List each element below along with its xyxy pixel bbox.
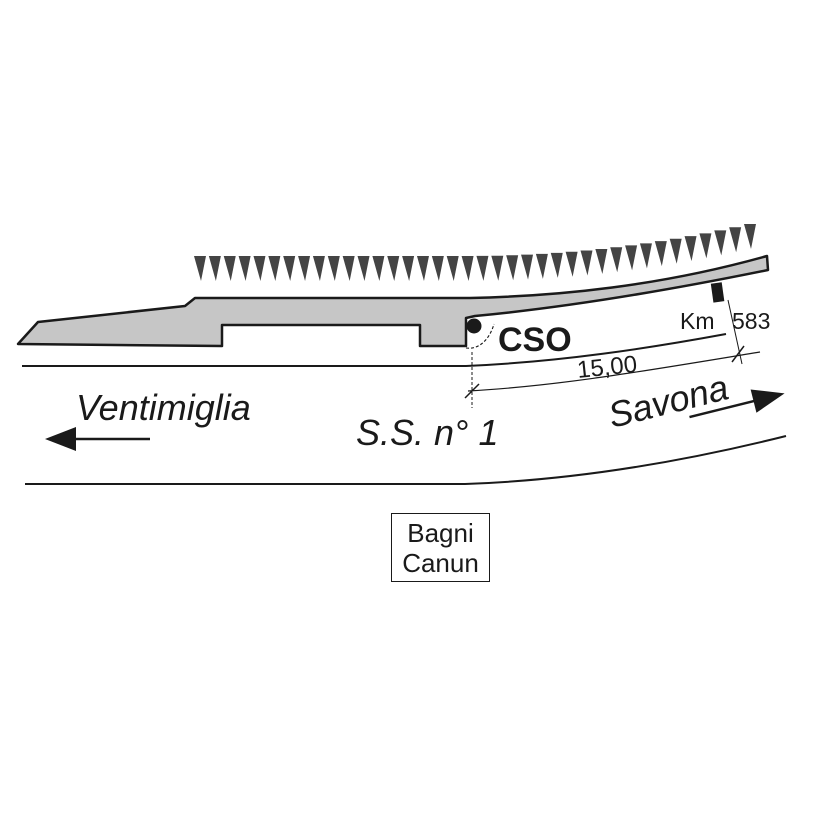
embankment-hatch-icon bbox=[194, 224, 756, 281]
hatch-mark bbox=[521, 254, 534, 280]
hatch-mark bbox=[402, 256, 415, 281]
hatch-mark bbox=[223, 256, 236, 281]
hatch-mark bbox=[431, 256, 444, 281]
hatch-mark bbox=[298, 256, 311, 281]
dimension-tick-left bbox=[464, 383, 480, 399]
road-edge-lower bbox=[25, 435, 787, 485]
hatch-mark bbox=[669, 238, 682, 264]
hatch-mark bbox=[461, 256, 474, 281]
road-edge-upper bbox=[22, 333, 727, 367]
hatch-mark bbox=[268, 256, 281, 281]
hatch-mark bbox=[208, 256, 221, 281]
marker-dashed-arc bbox=[465, 323, 495, 349]
km-marker-post bbox=[710, 282, 725, 303]
hatch-mark bbox=[312, 256, 325, 281]
label-km-prefix: Km bbox=[680, 308, 715, 334]
label-distance: 15,00 bbox=[576, 351, 639, 384]
hatch-mark bbox=[416, 256, 429, 281]
hatch-mark bbox=[535, 253, 548, 279]
hatch-mark bbox=[506, 255, 519, 281]
hatch-mark bbox=[625, 245, 638, 271]
sidewalk-platform bbox=[16, 254, 770, 348]
hatch-mark bbox=[283, 256, 296, 281]
hatch-mark bbox=[357, 256, 370, 281]
hatch-mark bbox=[729, 227, 742, 253]
hatch-mark bbox=[253, 256, 266, 281]
place-name-box: Bagni Canun bbox=[391, 513, 490, 582]
hatch-mark bbox=[194, 256, 206, 281]
hatch-mark bbox=[372, 256, 385, 281]
dimension-extension-right bbox=[727, 299, 743, 365]
dimension-line bbox=[467, 351, 761, 392]
place-name-line2: Canun bbox=[402, 547, 479, 578]
hatch-mark bbox=[565, 251, 578, 277]
label-road-name: S.S. n° 1 bbox=[356, 412, 498, 453]
hatch-mark bbox=[238, 256, 251, 281]
hatch-mark bbox=[327, 256, 340, 281]
label-ventimiglia: Ventimiglia bbox=[76, 387, 251, 428]
arrow-right-icon bbox=[689, 389, 785, 419]
arrow-left-icon bbox=[45, 427, 150, 451]
hatch-mark bbox=[744, 224, 756, 249]
hatch-mark bbox=[714, 230, 727, 256]
hatch-mark bbox=[476, 255, 489, 281]
hatch-mark bbox=[595, 248, 608, 274]
place-name-line1: Bagni bbox=[407, 517, 474, 548]
hatch-mark bbox=[580, 250, 593, 276]
hatch-mark bbox=[446, 256, 459, 281]
dimension-tick-right bbox=[731, 345, 745, 363]
location-dot-icon bbox=[466, 318, 482, 334]
hatch-mark bbox=[387, 256, 400, 281]
label-km-value: 583 bbox=[732, 308, 770, 334]
hatch-mark bbox=[684, 236, 697, 262]
hatch-mark bbox=[491, 255, 504, 281]
hatch-mark bbox=[550, 252, 563, 278]
hatch-mark bbox=[699, 233, 712, 259]
label-cso: CSO bbox=[498, 321, 572, 359]
hatch-mark bbox=[342, 256, 355, 281]
hatch-mark bbox=[639, 243, 652, 269]
hatch-mark bbox=[610, 247, 623, 273]
hatch-mark bbox=[654, 241, 667, 267]
